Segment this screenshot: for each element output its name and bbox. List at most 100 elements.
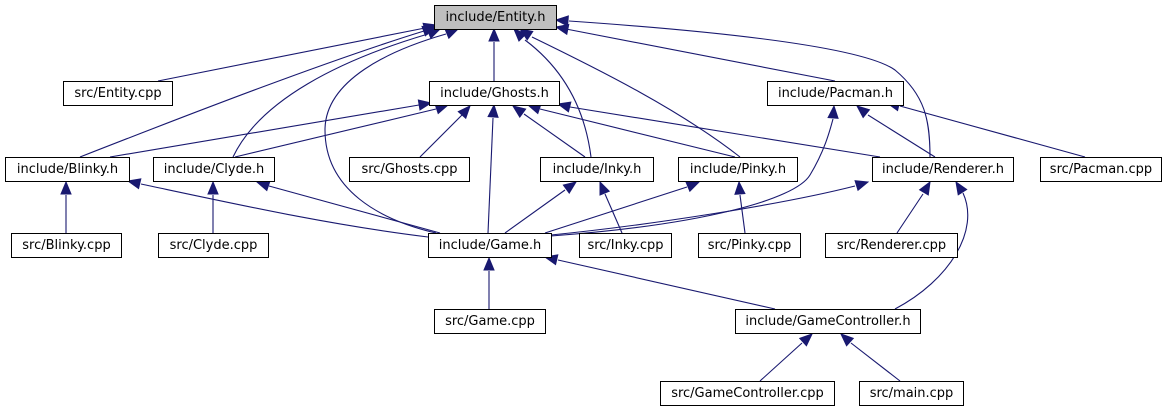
arrowhead xyxy=(511,105,527,119)
node-label: src/Inky.cpp xyxy=(587,238,663,253)
edge-line xyxy=(896,193,924,234)
node-entity-cpp[interactable]: src/Entity.cpp xyxy=(63,81,173,106)
edge-line xyxy=(569,106,881,158)
arrowhead xyxy=(554,15,569,27)
node-pinky-h[interactable]: include/Pinky.h xyxy=(678,157,798,182)
node-box xyxy=(698,233,801,258)
node-box xyxy=(579,233,672,258)
edge-line xyxy=(504,189,566,234)
edge-renderer-h-to-entity-h xyxy=(554,15,931,158)
arrowhead xyxy=(556,101,572,113)
node-label: src/Game.cpp xyxy=(445,314,535,329)
node-main-cpp[interactable]: src/main.cpp xyxy=(859,381,964,406)
node-label: src/Blinky.cpp xyxy=(22,238,110,253)
arrowhead xyxy=(518,28,534,41)
node-gamecontroller-h[interactable]: include/GameController.h xyxy=(735,309,921,334)
edge-game-h-to-clyde-h xyxy=(255,180,441,234)
edge-clyde-h-to-ghosts-h xyxy=(234,103,450,158)
arrowhead xyxy=(918,180,931,196)
node-label: include/Game.h xyxy=(439,238,542,253)
node-box xyxy=(429,81,560,106)
node-pinky-cpp[interactable]: src/Pinky.cpp xyxy=(698,233,801,258)
arrowhead xyxy=(207,180,219,195)
node-box xyxy=(63,81,173,106)
edge-pacman-h-to-entity-h xyxy=(554,23,836,82)
arrowhead xyxy=(734,180,746,195)
node-game-cpp[interactable]: src/Game.cpp xyxy=(434,309,546,334)
edge-line xyxy=(419,114,463,158)
edge-line xyxy=(232,33,429,158)
edge-line xyxy=(565,28,836,82)
edge-line xyxy=(109,104,420,158)
arrowhead xyxy=(60,180,72,195)
arrowhead xyxy=(854,180,870,192)
arrowhead xyxy=(513,28,527,42)
edge-line xyxy=(544,186,688,234)
edge-line xyxy=(140,183,429,238)
edge-clyde-h-to-entity-h xyxy=(232,28,442,158)
edge-line xyxy=(759,342,803,382)
node-renderer-cpp[interactable]: src/Renderer.cpp xyxy=(825,233,958,258)
node-pacman-h[interactable]: include/Pacman.h xyxy=(767,81,904,106)
node-box xyxy=(428,233,552,258)
edge-line xyxy=(550,118,834,237)
edge-inky-cpp-to-inky-h xyxy=(599,180,623,234)
edge-clyde-cpp-to-clyde-h xyxy=(207,180,219,233)
node-box xyxy=(540,157,654,182)
edge-blinky-h-to-ghosts-h xyxy=(109,99,433,158)
node-game-h[interactable]: include/Game.h xyxy=(428,233,552,258)
node-blinky-cpp[interactable]: src/Blinky.cpp xyxy=(11,233,122,258)
node-label: include/GameController.h xyxy=(745,314,910,329)
arrowhead xyxy=(840,333,855,347)
edge-ghosts-cpp-to-ghosts-h xyxy=(419,105,471,158)
node-box xyxy=(434,309,546,334)
node-renderer-h[interactable]: include/Renderer.h xyxy=(872,157,1014,182)
node-label: include/Pacman.h xyxy=(778,86,893,101)
node-entity-h: include/Entity.h xyxy=(434,5,557,30)
arrowhead xyxy=(255,180,271,192)
arrowhead xyxy=(487,103,499,118)
arrowhead xyxy=(685,181,701,193)
edge-ghosts-h-to-entity-h xyxy=(488,27,500,81)
node-pacman-cpp[interactable]: src/Pacman.cpp xyxy=(1040,157,1162,182)
node-inky-h[interactable]: include/Inky.h xyxy=(540,157,654,182)
edge-game-h-to-ghosts-h xyxy=(487,103,499,234)
node-blinky-h[interactable]: include/Blinky.h xyxy=(5,157,130,182)
edge-gamecontroller-h-to-game-h xyxy=(543,254,776,310)
edge-line xyxy=(568,20,931,158)
edge-line xyxy=(324,33,447,234)
edge-blinky-cpp-to-blinky-h xyxy=(60,180,72,233)
node-ghosts-h[interactable]: include/Ghosts.h xyxy=(429,81,560,106)
node-box xyxy=(735,309,921,334)
node-label: src/Entity.cpp xyxy=(74,86,161,101)
edge-line xyxy=(539,108,736,158)
edge-line xyxy=(79,30,425,158)
node-label: src/main.cpp xyxy=(870,386,954,401)
node-box xyxy=(660,381,835,406)
arrowhead xyxy=(417,99,433,111)
edges-layer xyxy=(60,15,1086,382)
node-label: include/Pinky.h xyxy=(690,162,786,177)
node-gamecontroller-cpp[interactable]: src/GameController.cpp xyxy=(660,381,835,406)
edge-renderer-cpp-to-renderer-h xyxy=(896,180,931,234)
node-clyde-h[interactable]: include/Clyde.h xyxy=(153,157,275,182)
edge-line xyxy=(523,113,586,158)
node-box xyxy=(859,381,964,406)
edge-inky-h-to-ghosts-h xyxy=(511,105,586,158)
edge-main-cpp-to-gamecontroller-h xyxy=(840,333,901,382)
nodes-layer: include/Entity.h src/Entity.cpp include/Gh… xyxy=(5,5,1162,406)
node-inky-cpp[interactable]: src/Inky.cpp xyxy=(579,233,672,258)
node-ghosts-cpp[interactable]: src/Ghosts.cpp xyxy=(349,157,470,182)
node-clyde-cpp[interactable]: src/Clyde.cpp xyxy=(158,233,269,258)
node-label: include/Ghosts.h xyxy=(440,86,549,101)
arrowhead xyxy=(444,28,460,40)
edge-pinky-cpp-to-pinky-h xyxy=(734,180,746,234)
node-label: src/Clyde.cpp xyxy=(170,238,258,253)
arrowhead xyxy=(457,105,471,120)
edge-game-h-to-entity-h xyxy=(324,28,460,234)
node-box xyxy=(678,157,798,182)
edge-inky-h-to-entity-h xyxy=(513,28,592,158)
edge-line xyxy=(531,36,741,158)
node-label: src/Ghosts.cpp xyxy=(361,162,457,177)
edge-renderer-h-to-pacman-h xyxy=(855,105,936,158)
